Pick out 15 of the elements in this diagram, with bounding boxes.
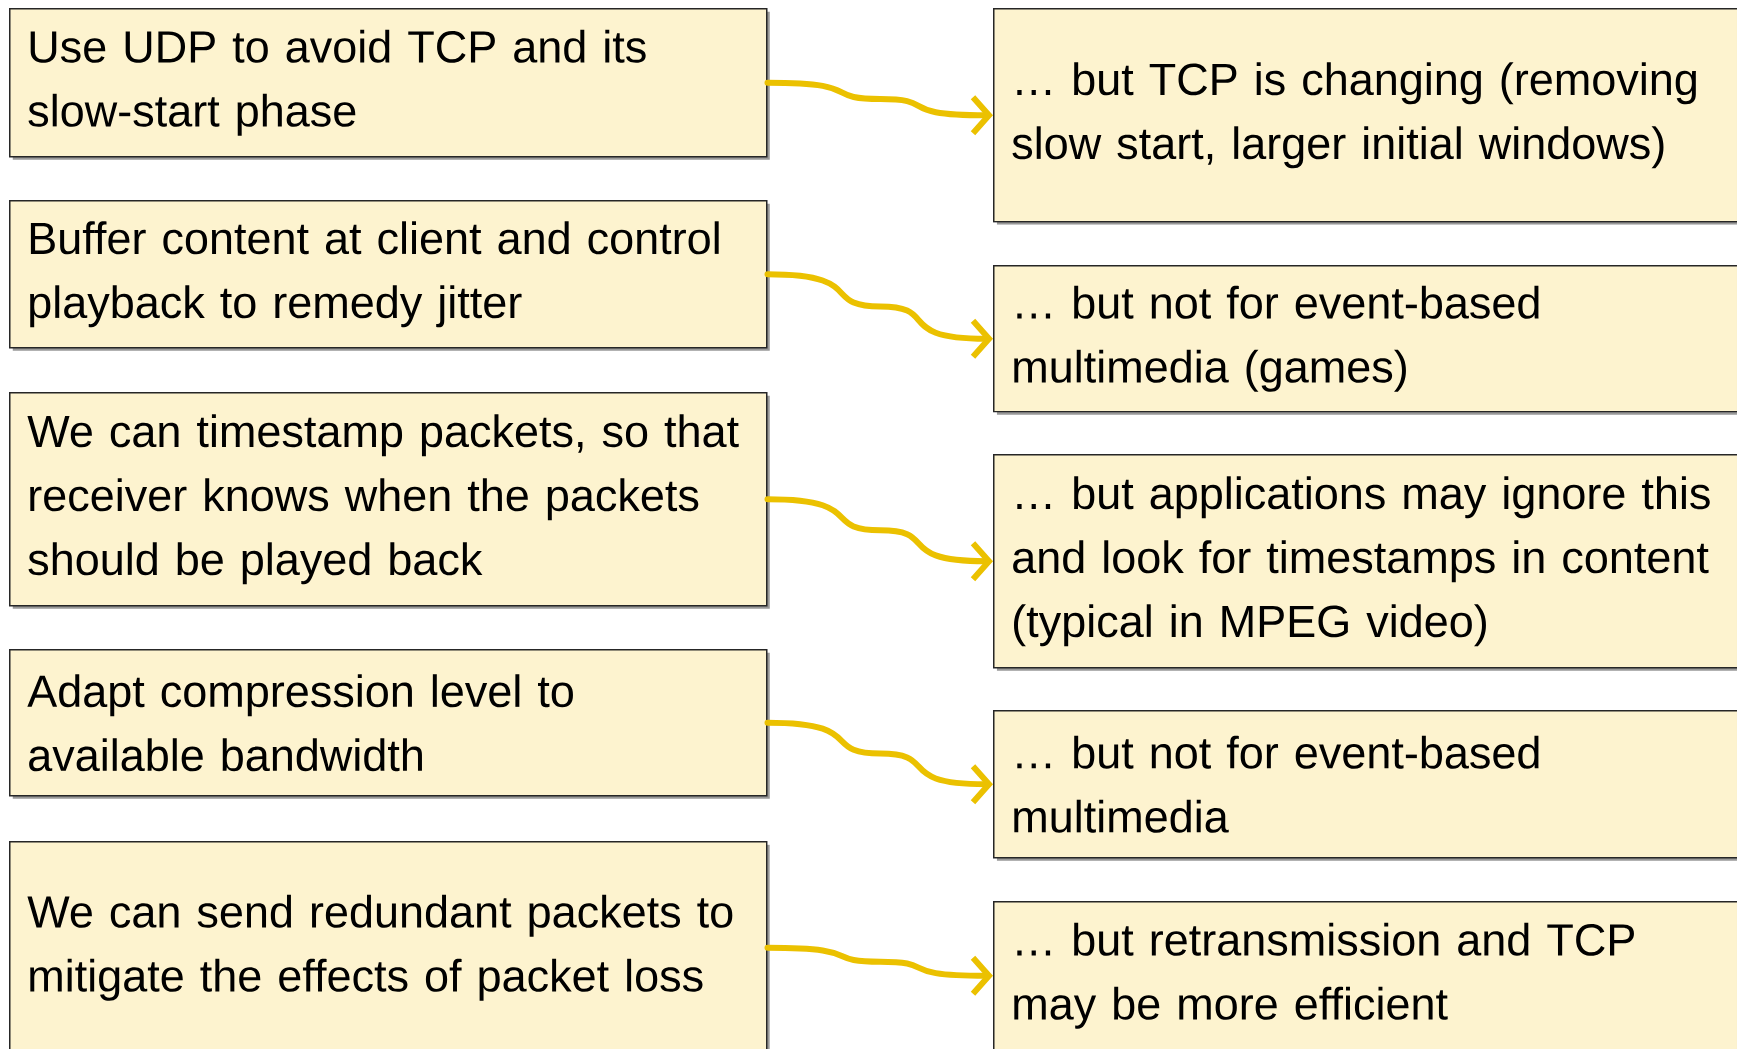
arrow	[764, 79, 993, 136]
arrow	[764, 719, 993, 805]
text-box: We can timestamp packets, so that receiver knows when the packets should be played back	[9, 392, 770, 609]
text-box: … but not for event-based multimedia (games)	[993, 265, 1737, 415]
text-box: … but retransmission and TCP may be more efficient	[993, 901, 1737, 1049]
text-box: Use UDP to avoid TCP and its slow-start phase	[9, 8, 770, 160]
text-box: … but applications may ignore this and look for timestamps in content (typical in MPEG video)	[993, 454, 1737, 671]
text-box: … but TCP is changing (removing slow start, larger initial windows)	[993, 8, 1737, 225]
text-box: Adapt compression level to available bandwidth	[9, 649, 770, 799]
text-box: … but not for event-based multimedia	[993, 710, 1737, 861]
arrow	[764, 496, 993, 582]
arrow	[764, 944, 993, 996]
text-box: We can send redundant packets to mitigate the effects of packet loss	[9, 841, 770, 1049]
text-box: Buffer content at client and control playback to remedy jitter	[9, 200, 770, 351]
arrow	[764, 271, 993, 359]
